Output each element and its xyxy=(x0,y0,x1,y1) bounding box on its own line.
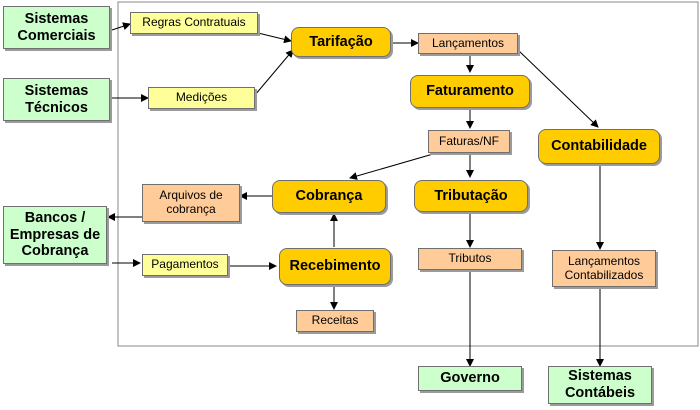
process-recebimento: Recebimento xyxy=(279,248,391,285)
output-arquivos-de-cobranca: Arquivos de cobrança xyxy=(142,184,240,222)
output-receitas: Receitas xyxy=(296,310,374,332)
arrow-lancamentos-contabilidade xyxy=(517,49,599,128)
external-bancos-empresas-cobranca: Bancos / Empresas de Cobrança xyxy=(3,206,107,264)
arrow-faturas-cobranca xyxy=(349,151,441,180)
process-tributacao: Tributação xyxy=(414,180,528,212)
process-faturamento: Faturamento xyxy=(410,75,530,108)
process-tarifacao: Tarifação xyxy=(291,27,391,57)
arrow-medicoes-tarifacao xyxy=(254,49,294,96)
output-tributos: Tributos xyxy=(418,248,522,270)
doc-pagamentos: Pagamentos xyxy=(142,254,228,276)
external-sistemas-comerciais: Sistemas Comerciais xyxy=(3,6,110,49)
arrow-regras-tarifacao xyxy=(257,32,292,44)
output-lancamentos: Lançamentos xyxy=(418,33,518,54)
output-lancamentos-contabilizados: Lançamentos Contabilizados xyxy=(552,250,656,287)
output-faturas-nf: Faturas/NF xyxy=(428,130,510,153)
system-boundary xyxy=(117,1,699,347)
process-contabilidade: Contabilidade xyxy=(538,129,660,164)
doc-regras-contratuais: Regras Contratuais xyxy=(130,12,258,34)
external-sistemas-tecnicos: Sistemas Técnicos xyxy=(3,78,110,121)
process-cobranca: Cobrança xyxy=(272,180,386,213)
arrow-comerciais-regras xyxy=(111,22,131,31)
doc-medicoes: Medições xyxy=(148,87,255,109)
external-governo: Governo xyxy=(418,366,522,391)
external-sistemas-contabeis: Sistemas Contábeis xyxy=(548,366,652,404)
